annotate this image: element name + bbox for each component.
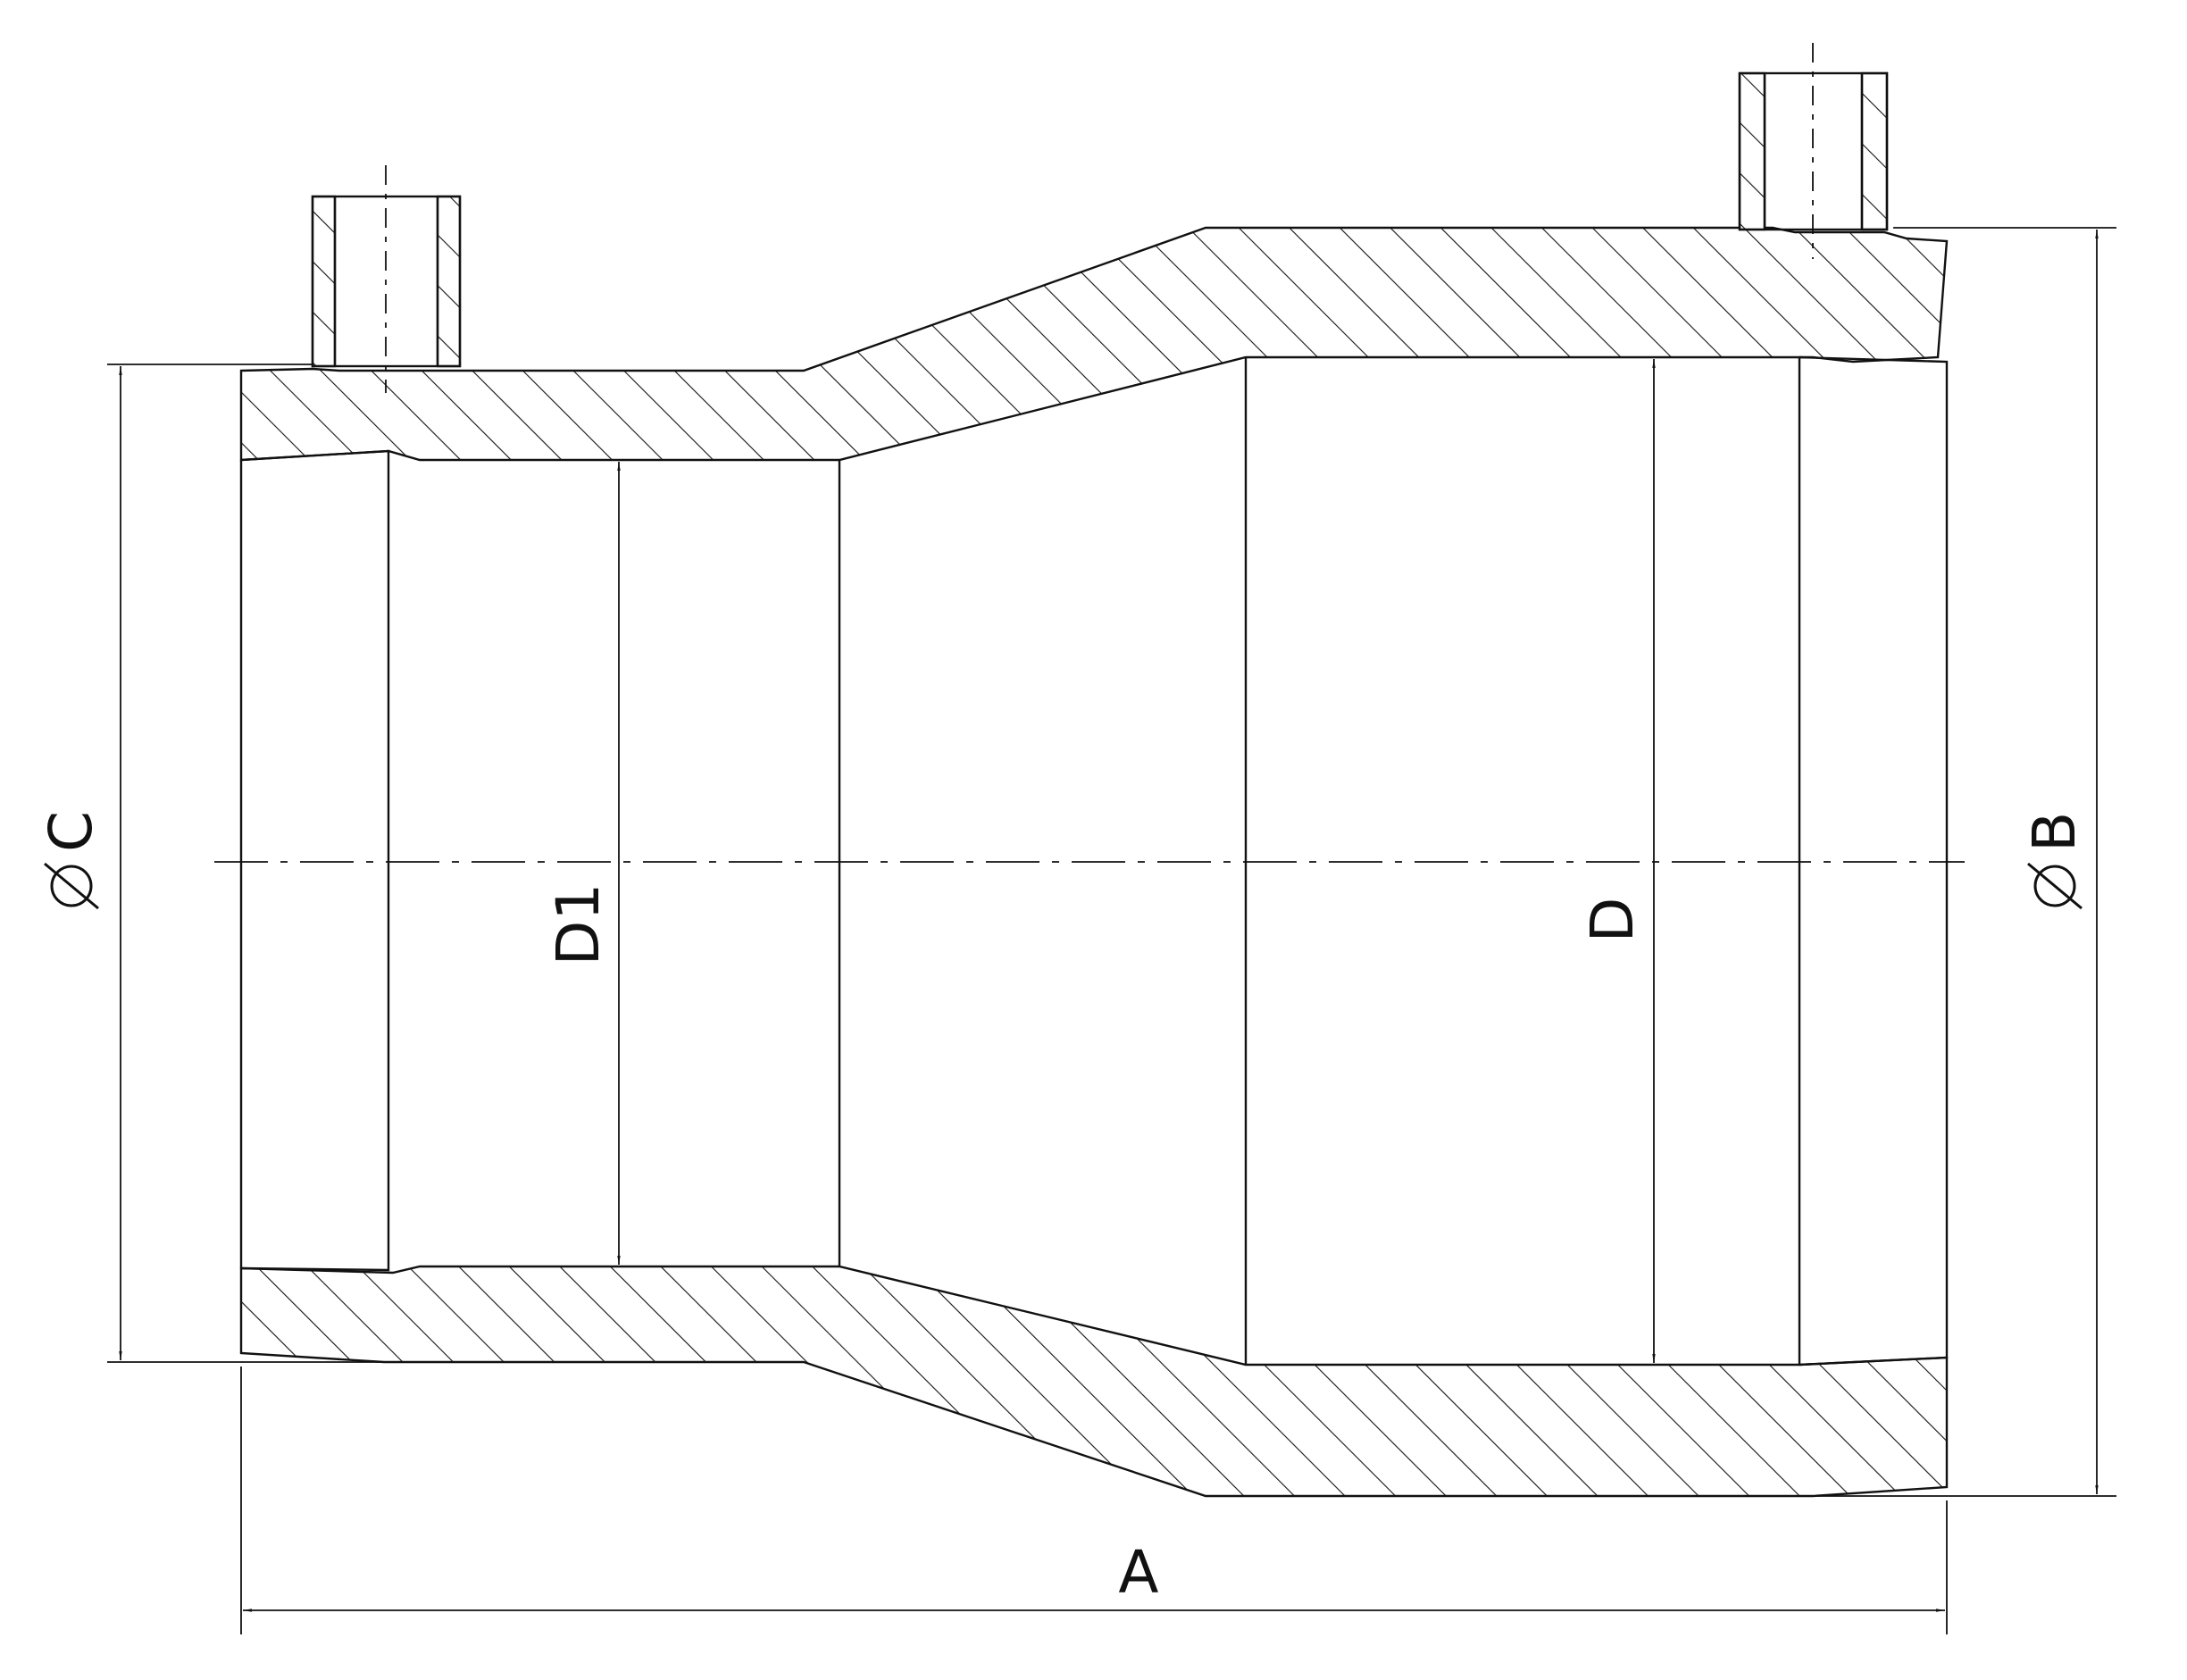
- label-d: D: [1578, 898, 1647, 943]
- diameter-symbol-icon: [2033, 865, 2076, 907]
- diameter-symbol-icon: [50, 865, 93, 907]
- label-c-text: C: [37, 811, 105, 852]
- right-socket-taper: [1799, 355, 1949, 1367]
- diameter-symbol-slash: [44, 862, 99, 910]
- top-wall-section: [239, 226, 1949, 462]
- label-phi-c: C: [37, 811, 105, 910]
- bottom-wall-section: [239, 1265, 1949, 1498]
- label-a: A: [1118, 1538, 1158, 1607]
- diameter-symbol-slash: [2027, 862, 2083, 910]
- label-b-text: B: [2020, 812, 2089, 852]
- label-d1: D1: [544, 883, 613, 966]
- label-phi-b: B: [2020, 812, 2089, 910]
- right-terminal-pin: [1738, 43, 1889, 259]
- left-terminal-pin: [311, 165, 462, 393]
- left-socket-taper: [240, 449, 390, 1272]
